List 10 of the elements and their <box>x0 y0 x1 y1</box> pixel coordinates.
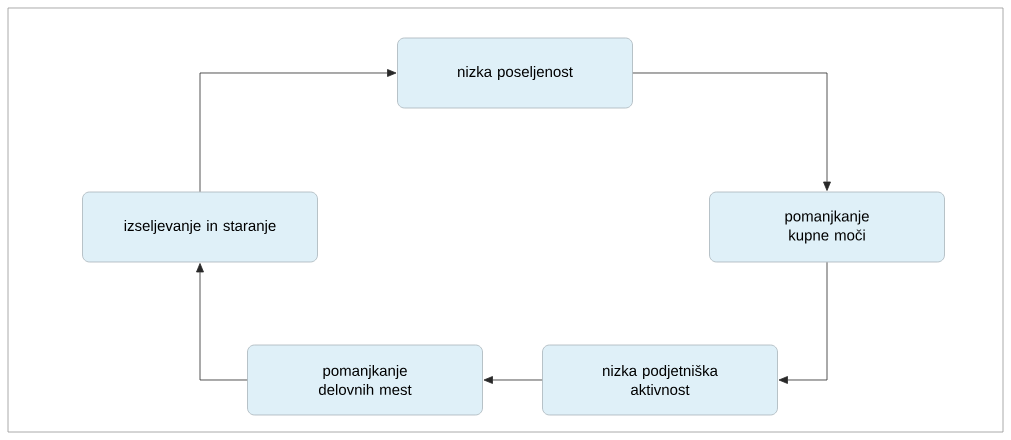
process-box: nizka poseljenost <box>397 37 633 109</box>
arrow <box>196 263 248 381</box>
arrow <box>632 72 831 191</box>
process-box: izseljevanje in staranje <box>82 191 318 263</box>
process-box: pomanjkanje delovnih mest <box>247 344 483 416</box>
arrow <box>199 69 397 192</box>
arrow <box>778 262 828 384</box>
process-box: pomanjkanje kupne moči <box>709 191 945 263</box>
arrow <box>483 376 543 384</box>
process-box: nizka podjetniška aktivnost <box>542 344 778 416</box>
